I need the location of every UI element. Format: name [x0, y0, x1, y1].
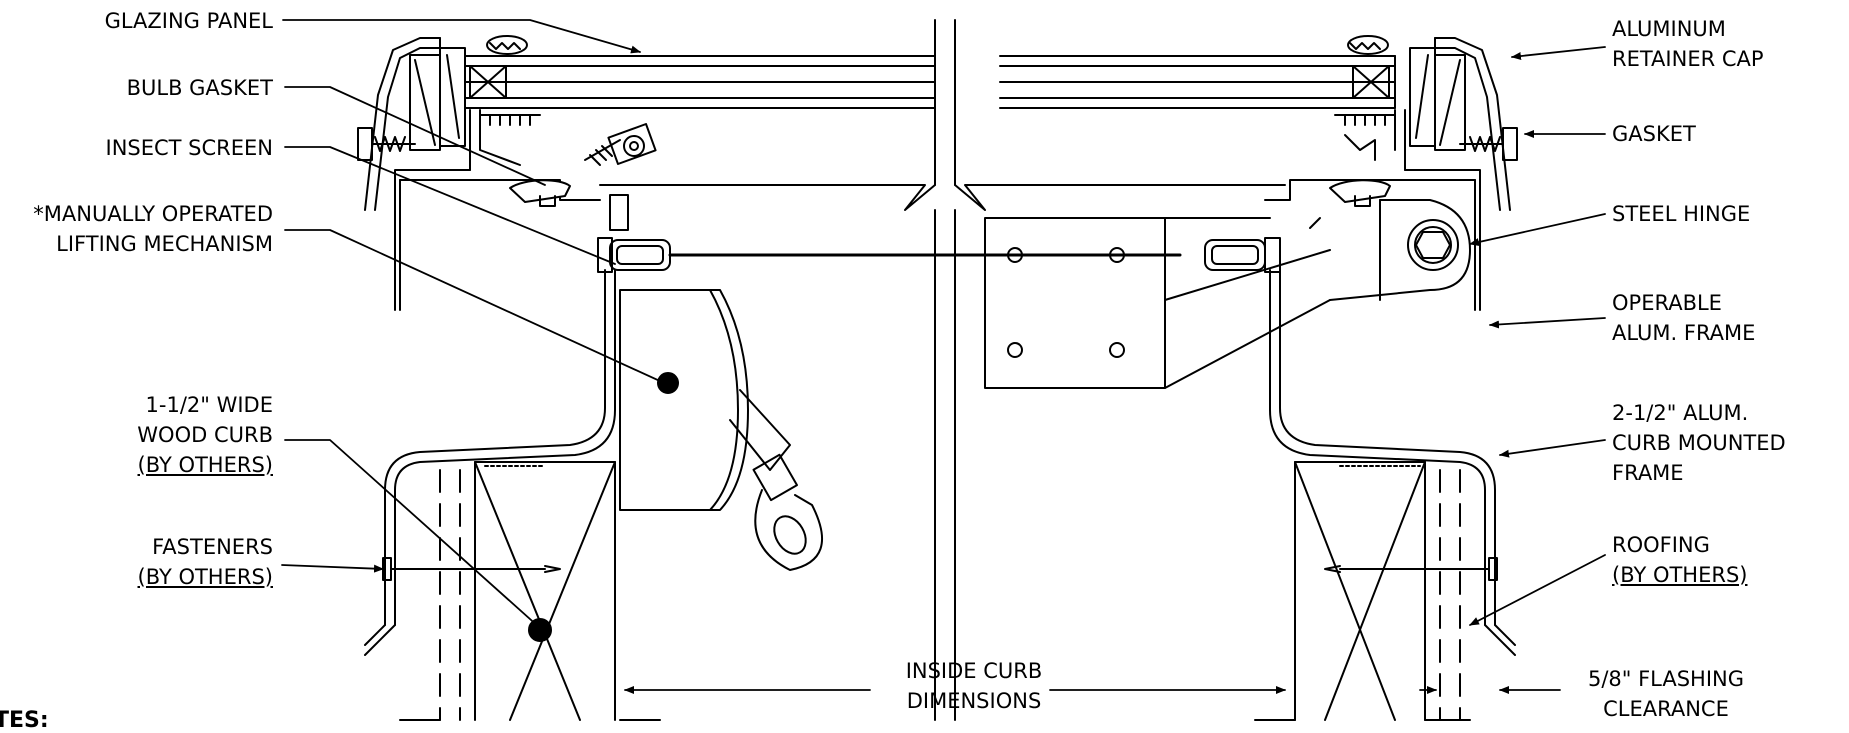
- label-curb-frame-3: FRAME: [1612, 461, 1684, 485]
- lifting-mechanism-top: [584, 123, 657, 231]
- right-curb-fastener: [1324, 557, 1498, 581]
- label-retainer-cap-2: RETAINER CAP: [1612, 47, 1764, 71]
- right-frame-profile: [1264, 109, 1481, 311]
- label-steel-hinge: STEEL HINGE: [1612, 202, 1751, 226]
- right-glazing-gasket: [1347, 35, 1389, 55]
- left-retainer-cap: [364, 37, 466, 211]
- label-gasket: GASKET: [1612, 122, 1696, 146]
- left-fastener: [357, 127, 416, 161]
- label-flashing-clearance-2: CLEARANCE: [1603, 697, 1729, 721]
- right-insect-screen-tube: [1204, 237, 1281, 273]
- notes-heading: TES:: [0, 708, 49, 733]
- label-fasteners-2: (BY OTHERS): [137, 565, 274, 589]
- glazing-panel: [464, 55, 1396, 109]
- label-lifting-mechanism-2: LIFTING MECHANISM: [56, 232, 273, 256]
- label-fasteners-1: FASTENERS: [152, 535, 273, 559]
- left-curb-frame: [364, 269, 616, 656]
- label-wood-curb-1: 1-1/2" WIDE: [145, 393, 273, 417]
- label-curb-frame-1: 2-1/2" ALUM.: [1612, 401, 1749, 425]
- lifting-mechanism-body: [619, 289, 823, 571]
- label-retainer-cap-1: ALUMINUM: [1612, 17, 1726, 41]
- label-roofing-2: (BY OTHERS): [1612, 563, 1748, 587]
- left-curb-fastener: [382, 557, 561, 642]
- label-wood-curb-2: WOOD CURB: [137, 423, 273, 447]
- label-inside-curb-1: INSIDE CURB: [905, 659, 1043, 683]
- label-insect-screen: INSECT SCREEN: [105, 136, 274, 160]
- right-retainer-cap: [1409, 37, 1511, 211]
- right-wood-curb: [1254, 461, 1471, 721]
- steel-hinge: [1309, 199, 1471, 301]
- label-glazing-panel: GLAZING PANEL: [104, 9, 273, 33]
- label-operable-frame-2: ALUM. FRAME: [1612, 321, 1756, 345]
- label-operable-frame-1: OPERABLE: [1612, 291, 1722, 315]
- left-glazing-gasket: [486, 35, 528, 55]
- left-insect-screen-tube: [597, 237, 1182, 273]
- leader-lines: [281, 19, 1606, 694]
- left-wood-curb: [399, 461, 661, 721]
- right-fastener: [1459, 127, 1518, 161]
- label-curb-frame-2: CURB MOUNTED: [1612, 431, 1786, 455]
- label-flashing-clearance-1: 5/8" FLASHING: [1587, 667, 1745, 691]
- label-inside-curb-2: DIMENSIONS: [906, 689, 1042, 713]
- break-line: [599, 19, 1286, 721]
- hinge-bracket-block: [984, 217, 1331, 389]
- right-curb-frame: [1269, 269, 1516, 656]
- left-frame-profile: [394, 109, 601, 311]
- label-wood-curb-3: (BY OTHERS): [137, 453, 274, 477]
- label-roofing-1: ROOFING: [1612, 533, 1710, 557]
- label-bulb-gasket: BULB GASKET: [126, 76, 273, 100]
- label-lifting-mechanism-1: *MANUALLY OPERATED: [33, 202, 273, 226]
